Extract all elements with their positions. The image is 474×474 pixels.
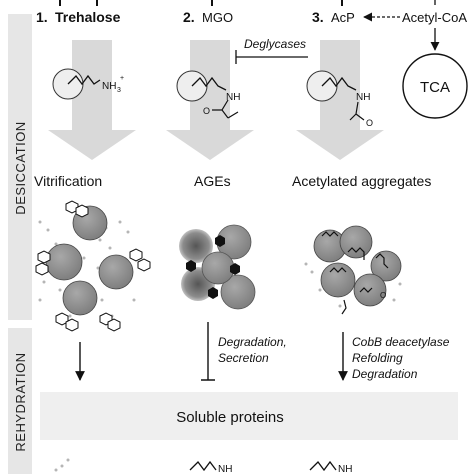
acetylated-protein-molecule bbox=[306, 70, 365, 121]
glycated-protein-molecule bbox=[176, 70, 239, 119]
trehalose-protein-molecule bbox=[52, 68, 101, 100]
top-cut-arrows bbox=[59, 0, 98, 6]
bottom-molecules bbox=[54, 458, 337, 472]
desiccation-label: DESICCATION bbox=[13, 121, 28, 214]
deglycases-inhibition bbox=[235, 50, 308, 64]
degradation-label-2: Degradation bbox=[352, 367, 418, 381]
tca-circle bbox=[402, 53, 468, 119]
soluble-proteins-box bbox=[40, 392, 458, 440]
column-3-title: AcP bbox=[331, 10, 355, 25]
nh3-superscript: + bbox=[120, 75, 124, 82]
vitrified-protein-cluster bbox=[35, 200, 151, 332]
deglycases-label: Deglycases bbox=[244, 37, 306, 51]
bottom-nh-label-1: NH bbox=[218, 464, 232, 474]
acetyl-coa-label: Acetyl-CoA bbox=[402, 10, 467, 25]
column-2-outcome: AGEs bbox=[194, 173, 231, 189]
desiccation-sidebar bbox=[8, 14, 32, 320]
soluble-proteins-label: Soluble proteins bbox=[176, 409, 284, 426]
column-2-title: MGO bbox=[202, 10, 233, 25]
rehydration-sidebar bbox=[8, 328, 32, 474]
cobb-deacetylase-label: CobB deacetylase bbox=[352, 335, 450, 349]
nh3-subscript: 3 bbox=[117, 87, 121, 94]
column-3-down-arrow bbox=[296, 40, 384, 160]
refolding-label: Refolding bbox=[352, 351, 403, 365]
cluster-oxygen-label: O bbox=[380, 291, 386, 300]
bottom-nh-label-2: NH bbox=[338, 464, 352, 474]
column-1-down-arrow bbox=[48, 40, 136, 160]
degradation-label: Degradation, bbox=[218, 335, 287, 349]
nh3-label: NH bbox=[102, 81, 116, 92]
column-2-inhibition-line bbox=[201, 322, 215, 381]
acp-nh-label: NH bbox=[356, 92, 370, 103]
mgo-nh-label: NH bbox=[226, 92, 240, 103]
column-1-number: 1. bbox=[36, 9, 48, 25]
secretion-label: Secretion bbox=[218, 351, 269, 365]
mgo-oxygen-label: O bbox=[203, 106, 210, 116]
acetylated-aggregate-cluster: O bbox=[304, 225, 402, 315]
age-protein-cluster bbox=[179, 224, 256, 310]
tca-label: TCA bbox=[420, 79, 450, 96]
column-1-outcome: Vitrification bbox=[34, 173, 102, 189]
column-3-outcome: Acetylated aggregates bbox=[292, 173, 431, 189]
column-2-down-arrow bbox=[166, 40, 254, 160]
acp-oxygen-label: O bbox=[366, 118, 373, 128]
rehydration-label: REHYDRATION bbox=[13, 352, 28, 451]
column-1-title: Trehalose bbox=[55, 9, 121, 25]
column-2-number: 2. bbox=[183, 9, 195, 25]
column-3-number: 3. bbox=[312, 9, 324, 25]
